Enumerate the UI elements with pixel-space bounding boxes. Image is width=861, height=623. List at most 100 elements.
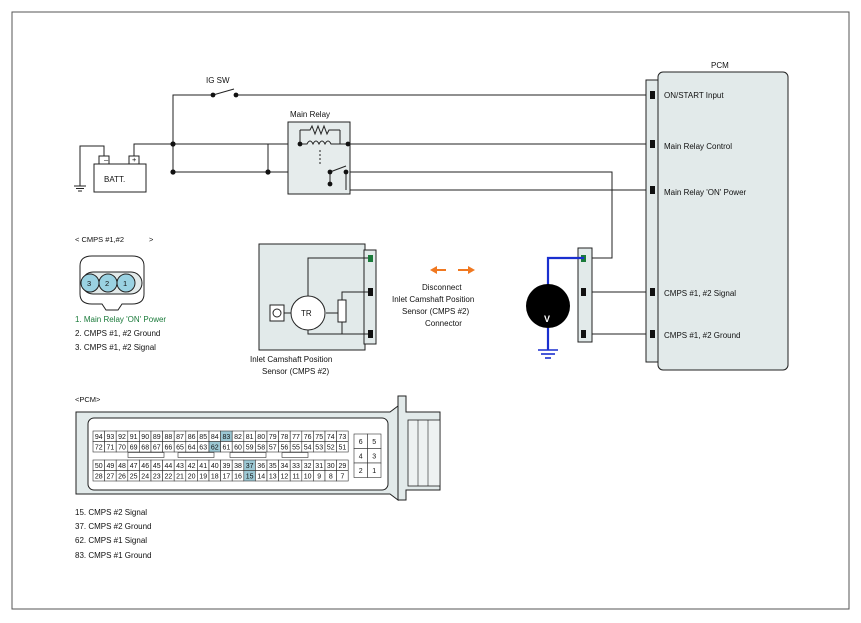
pcm-pin-number: 68 bbox=[141, 445, 149, 452]
cmps-legend-3: 3. CMPS #1, #2 Signal bbox=[75, 343, 156, 352]
pcm-pin-number: 52 bbox=[327, 445, 335, 452]
pcm-pin-number: 93 bbox=[107, 434, 115, 441]
pcm-pin-number: 46 bbox=[141, 463, 149, 470]
pcm-pin-number: 18 bbox=[211, 474, 219, 481]
pcm-pin-number: 65 bbox=[176, 445, 184, 452]
pcm-pin-number: 34 bbox=[281, 463, 289, 470]
pcm-legend-37: 37. CMPS #2 Ground bbox=[75, 522, 151, 531]
pcm-pin-number: 3 bbox=[372, 454, 376, 461]
pcm-pin-number: 1 bbox=[372, 468, 376, 475]
pcm-pin-number: 38 bbox=[234, 463, 242, 470]
pcm-pin-number: 28 bbox=[95, 474, 103, 481]
pcm-pin-cell bbox=[336, 441, 349, 453]
cmps-legend-2: 2. CMPS #1, #2 Ground bbox=[75, 329, 160, 338]
battery-negative-icon: – bbox=[104, 155, 109, 164]
pcm-pin-number: 43 bbox=[176, 463, 184, 470]
pcm-pin-number: 7 bbox=[340, 474, 344, 481]
pcm-pin-number: 61 bbox=[223, 445, 231, 452]
pcm-module: PCM ON/START Input Main Relay Control Ma… bbox=[645, 61, 789, 371]
voltmeter-label: V bbox=[544, 314, 550, 324]
cmps-connector-view: < CMPS #1,#2 > 3 2 1 1. Main Relay 'ON' … bbox=[75, 235, 166, 352]
pcm-pin-number: 90 bbox=[141, 434, 149, 441]
ground-icon bbox=[538, 349, 558, 359]
pcm-pin-on-start: ON/START Input bbox=[664, 91, 724, 100]
battery-positive-icon: + bbox=[132, 155, 137, 164]
pcm-pin-number: 20 bbox=[188, 474, 196, 481]
tr-label: TR bbox=[301, 309, 312, 318]
pcm-pin-number: 57 bbox=[269, 445, 277, 452]
pcm-pin-number: 13 bbox=[269, 474, 277, 481]
pcm-pin-number: 70 bbox=[118, 445, 126, 452]
pcm-pin-number: 84 bbox=[211, 434, 219, 441]
pcm-pin-number: 8 bbox=[329, 474, 333, 481]
pcm-pin-number: 55 bbox=[292, 445, 300, 452]
pcm-pin-number: 89 bbox=[153, 434, 161, 441]
pcm-pin-number: 44 bbox=[165, 463, 173, 470]
pcm-key-tab bbox=[229, 452, 267, 458]
sensor-caption-1: Inlet Camshaft Position bbox=[250, 355, 332, 364]
cmps-connector-title: < CMPS #1,#2 bbox=[75, 235, 124, 244]
disconnect-note: Disconnect Inlet Camshaft Position Senso… bbox=[392, 266, 475, 328]
ig-sw-label: IG SW bbox=[206, 76, 230, 85]
pcm-pin-number: 5 bbox=[372, 439, 376, 446]
pcm-pin-number: 53 bbox=[315, 445, 323, 452]
pcm-pin-number: 86 bbox=[188, 434, 196, 441]
pcm-pin-number: 27 bbox=[107, 474, 115, 481]
pcm-pin-number: 94 bbox=[95, 434, 103, 441]
pcm-key-tab bbox=[281, 452, 309, 458]
pcm-pin-number: 6 bbox=[359, 439, 363, 446]
sensor-caption-2: Sensor (CMPS #2) bbox=[262, 367, 329, 376]
pcm-pin-main-relay-on-power: Main Relay 'ON' Power bbox=[664, 188, 747, 197]
pcm-pin-number: 9 bbox=[317, 474, 321, 481]
pcm-pin-number: 74 bbox=[327, 434, 335, 441]
cmps-connector-title-close: > bbox=[149, 235, 154, 244]
pcm-pin-number: 25 bbox=[130, 474, 138, 481]
resistor-icon bbox=[337, 299, 347, 323]
pcm-pin-number: 36 bbox=[257, 463, 265, 470]
cmps-pin-2: 2 bbox=[105, 279, 109, 288]
pcm-pin-cmps-signal: CMPS #1, #2 Signal bbox=[664, 289, 736, 298]
pcm-pin-number: 62 bbox=[211, 445, 219, 452]
pcm-pin-number: 69 bbox=[130, 445, 138, 452]
pcm-pin-number: 45 bbox=[153, 463, 161, 470]
disconnect-line-3: Sensor (CMPS #2) bbox=[402, 307, 469, 316]
pcm-pin-number: 2 bbox=[359, 468, 363, 475]
pcm-pin-number: 48 bbox=[118, 463, 126, 470]
pcm-pin-number: 41 bbox=[199, 463, 207, 470]
junction-dots bbox=[170, 92, 271, 175]
pcm-pin-number: 35 bbox=[269, 463, 277, 470]
main-relay: Main Relay bbox=[287, 110, 351, 195]
battery-label: BATT. bbox=[104, 175, 125, 184]
pcm-pin-number: 40 bbox=[211, 463, 219, 470]
pcm-pin-number: 23 bbox=[153, 474, 161, 481]
pcm-pin-number: 72 bbox=[95, 445, 103, 452]
pcm-pin-number: 63 bbox=[199, 445, 207, 452]
pcm-pin-number: 81 bbox=[246, 434, 254, 441]
pcm-title: PCM bbox=[711, 61, 729, 70]
harness-connector bbox=[577, 247, 593, 343]
pcm-pin-right-block: 6 5 4 3 2 1 bbox=[353, 433, 382, 478]
pcm-pin-number: 22 bbox=[165, 474, 173, 481]
pcm-pin-number: 31 bbox=[315, 463, 323, 470]
pcm-pin-number: 83 bbox=[223, 434, 231, 441]
pcm-pin-number: 29 bbox=[339, 463, 347, 470]
pcm-pin-number: 78 bbox=[281, 434, 289, 441]
pcm-pin-number: 17 bbox=[223, 474, 231, 481]
pcm-pin-number: 76 bbox=[304, 434, 312, 441]
cmps-legend-1: 1. Main Relay 'ON' Power bbox=[75, 315, 166, 324]
pcm-pin-number: 56 bbox=[281, 445, 289, 452]
pcm-pin-number: 92 bbox=[118, 434, 126, 441]
pcm-pin-number: 73 bbox=[339, 434, 347, 441]
pcm-pin-number: 30 bbox=[327, 463, 335, 470]
pcm-pin-number: 19 bbox=[199, 474, 207, 481]
pcm-pin-number: 54 bbox=[304, 445, 312, 452]
pcm-pin-number: 4 bbox=[359, 454, 363, 461]
pcm-pin-number: 80 bbox=[257, 434, 265, 441]
pcm-pin-number: 12 bbox=[281, 474, 289, 481]
pcm-pin-number: 33 bbox=[292, 463, 300, 470]
pcm-pin-number: 60 bbox=[234, 445, 242, 452]
cmps-pin-1: 1 bbox=[123, 279, 127, 288]
